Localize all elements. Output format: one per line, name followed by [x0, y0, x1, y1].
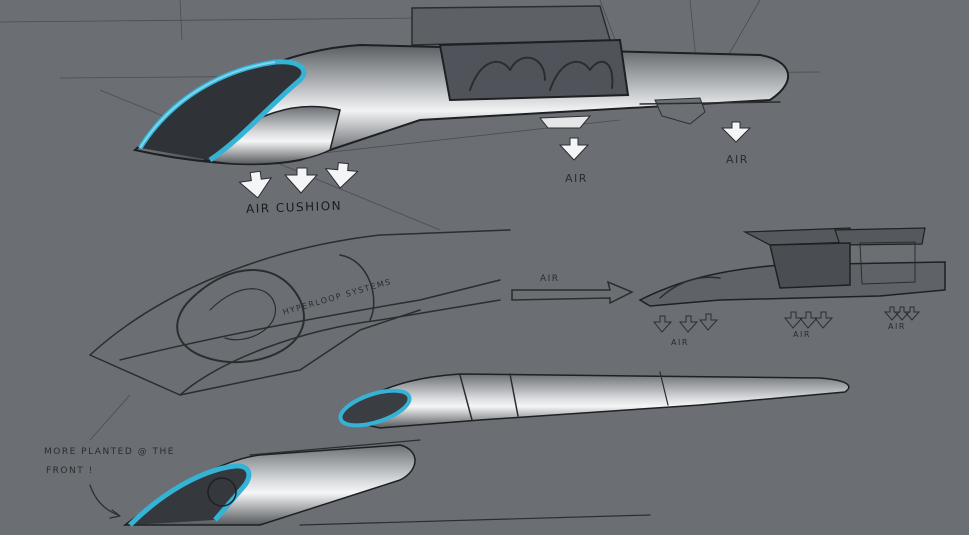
more-planted-note-line1: MORE PLANTED @ THE: [44, 447, 175, 457]
air-label-small-right: AIR: [888, 322, 906, 331]
air-arrow-label: AIR: [540, 274, 560, 284]
air-label-small-left: AIR: [671, 338, 689, 347]
capsule-top: [132, 5, 790, 199]
capsule-small-side: [638, 227, 946, 333]
capsule-long: [338, 371, 850, 429]
more-planted-note-line2: FRONT !: [46, 466, 94, 476]
air-label-top-middle: AIR: [565, 172, 588, 185]
capsule-bottom-front: [89, 439, 651, 527]
air-inflow-arrow: [511, 280, 634, 305]
capsule-wireframe: [89, 229, 511, 396]
air-label-top-right: AIR: [726, 153, 749, 166]
air-label-small-middle: AIR: [793, 330, 811, 339]
